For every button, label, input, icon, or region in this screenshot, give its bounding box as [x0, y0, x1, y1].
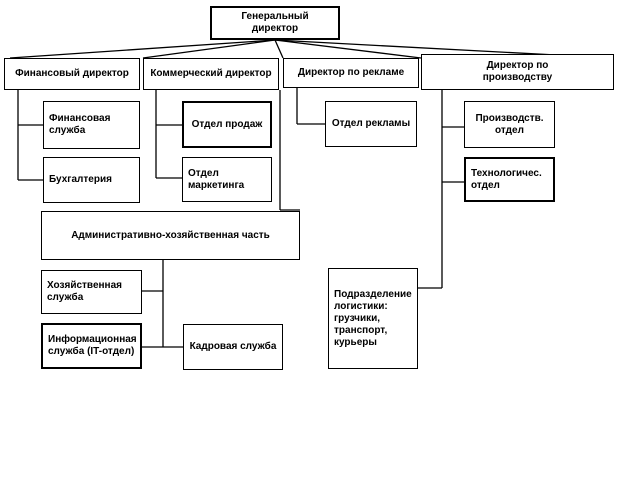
advertising-director-box: Директор по рекламе [283, 58, 419, 88]
it-service-box: Информационная служба (IT-отдел) [41, 323, 142, 369]
production-department-box: Производств. отдел [464, 101, 555, 148]
general-director-box: Генеральный директор [210, 6, 340, 40]
advertising-department-box: Отдел рекламы [325, 101, 417, 147]
finance-service-box: Финансовая служба [43, 101, 140, 149]
financial-director-box: Финансовый директор [4, 58, 140, 90]
production-director-box: Директор по производству [421, 54, 614, 90]
technology-department-box: Технологичес. отдел [464, 157, 555, 202]
sales-department-box: Отдел продаж [182, 101, 272, 148]
hr-service-box: Кадровая служба [183, 324, 283, 370]
commercial-director-box: Коммерческий директор [143, 58, 279, 90]
household-service-box: Хозяйственная служба [41, 270, 142, 314]
accounting-box: Бухгалтерия [43, 157, 140, 203]
admin-part-box: Административно-хозяйственная часть [41, 211, 300, 260]
logistics-box: Подразделение логистики: грузчики, транс… [328, 268, 418, 369]
marketing-department-box: Отдел маркетинга [182, 157, 272, 202]
